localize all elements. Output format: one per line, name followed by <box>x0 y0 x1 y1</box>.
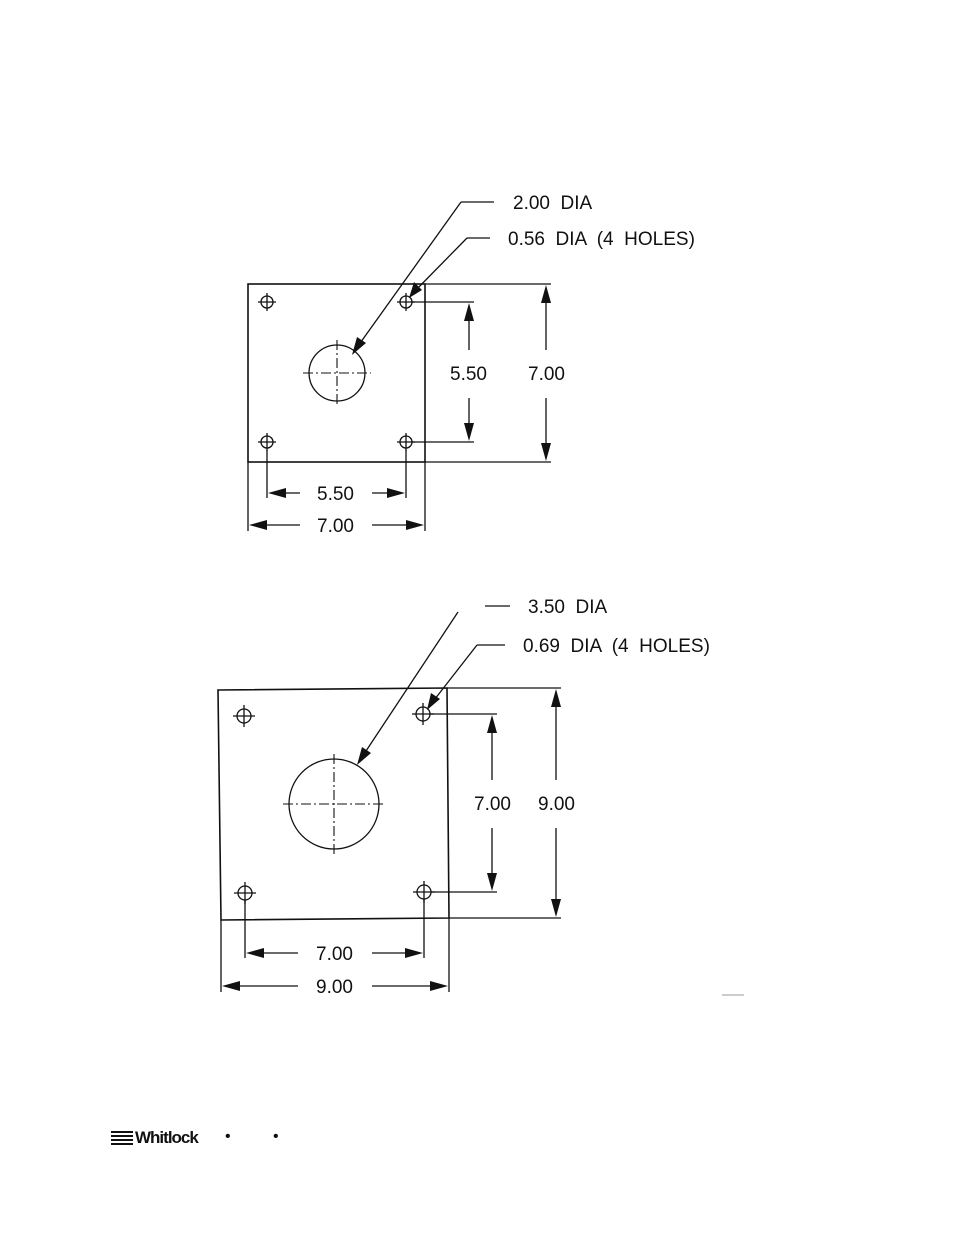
large-plate-horizontal-bolt-spacing: 7.00 <box>316 944 353 965</box>
small-plate-width-dimension <box>247 462 426 531</box>
large-plate-width: 9.00 <box>316 977 353 998</box>
small-plate-bolt-hole-leader <box>409 237 490 298</box>
small-plate-height-dimension <box>425 283 551 463</box>
footer-bullet-1: • <box>225 1128 231 1145</box>
large-plate-vertical-bolt-dimension <box>430 713 497 893</box>
small-plate-bolt-hole <box>258 433 276 451</box>
small-plate-center-hole-leader <box>352 201 494 355</box>
large-plate-height-dimension <box>447 687 561 919</box>
small-plate-group: 2.00 DIA 0.56 DIA (4 HOLES) 5.50 <box>247 193 695 537</box>
large-plate-vertical-bolt-spacing: 7.00 <box>474 794 511 815</box>
large-plate-bolt-hole-leader <box>427 644 505 710</box>
large-plate-height: 9.00 <box>538 794 575 815</box>
large-plate-horizontal-bolt-dimension <box>244 899 425 958</box>
whitlock-logo: Whitlock <box>111 1128 199 1148</box>
small-plate-vertical-bolt-spacing: 5.50 <box>450 364 487 385</box>
small-plate-vertical-bolt-dimension <box>412 301 474 443</box>
small-plate-center-hole-label: 2.00 DIA <box>513 193 593 214</box>
large-plate-width-dimension <box>220 918 450 992</box>
small-plate-height: 7.00 <box>528 364 565 385</box>
large-plate-center-hole-label: 3.50 DIA <box>528 597 608 618</box>
small-plate-width: 7.00 <box>317 516 354 537</box>
large-plate-bolt-hole <box>233 705 255 727</box>
large-plate-bolt-hole-label: 0.69 DIA (4 HOLES) <box>523 636 710 657</box>
small-plate-bolt-hole <box>258 293 276 311</box>
large-plate-group: 3.50 DIA 0.69 DIA (4 HOLES) 7.00 <box>217 597 710 998</box>
small-plate-horizontal-bolt-spacing: 5.50 <box>317 484 354 505</box>
small-plate-horizontal-bolt-dimension <box>266 450 407 498</box>
small-plate-outline <box>247 283 426 463</box>
page-footer: Whitlock • • <box>111 1128 279 1150</box>
footer-bullet-2: • <box>273 1128 279 1145</box>
whitlock-logo-icon <box>111 1131 133 1145</box>
whitlock-logo-text: Whitlock <box>135 1128 199 1147</box>
large-plate-center-hole-leader <box>357 605 510 765</box>
small-plate-bolt-hole-label: 0.56 DIA (4 HOLES) <box>508 229 695 250</box>
